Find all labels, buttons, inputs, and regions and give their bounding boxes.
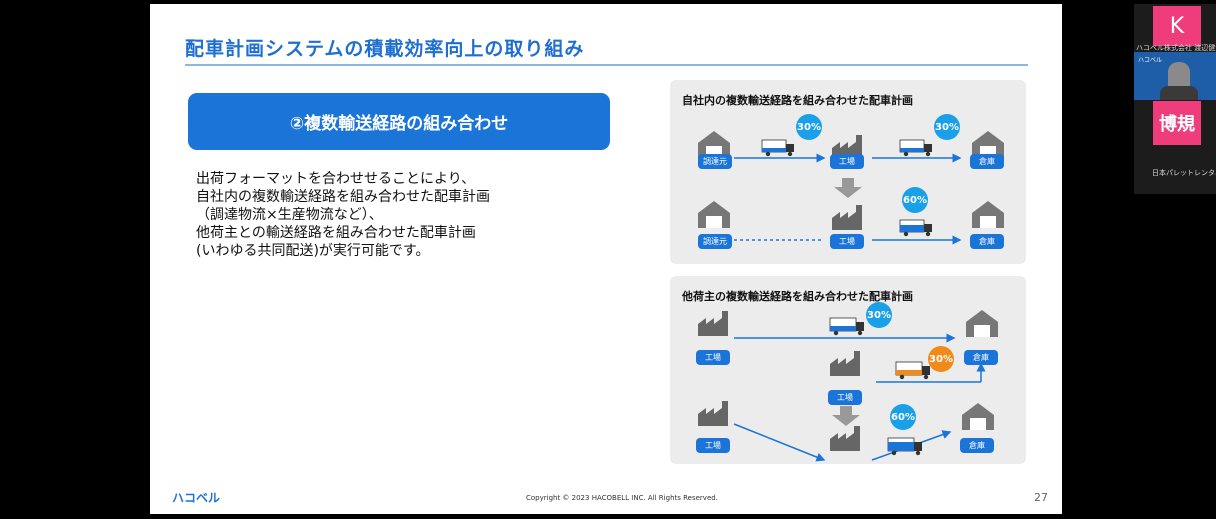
truck-icon	[899, 219, 932, 237]
body-line: 他荷主との輸送経路を組み合わせた配車計画	[196, 225, 476, 241]
diagram-shared	[698, 310, 998, 462]
node-label: 工場	[696, 438, 730, 453]
presentation-slide: 配車計画システムの積載効率向上の取り組み ②複数輸送経路の組み合わせ 出荷フォー…	[150, 4, 1062, 514]
body-text: 出荷フォーマットを合わせせることにより、 自社内の複数輸送経路を組み合わせた配車…	[196, 170, 596, 260]
load-badge: 30%	[934, 114, 960, 140]
factory-icon	[698, 311, 728, 336]
warehouse-icon	[698, 201, 730, 228]
section-heading: ②複数輸送経路の組み合わせ	[188, 93, 610, 150]
down-arrow-icon	[832, 406, 860, 426]
copyright-text: Copyright © 2023 HACOBELL INC. All Right…	[526, 494, 718, 502]
truck-icon	[887, 437, 922, 456]
factory-icon	[832, 205, 862, 230]
truck-icon	[829, 317, 864, 336]
node-label: 倉庫	[970, 234, 1004, 249]
node-label: 倉庫	[970, 154, 1004, 169]
node-label: 調達元	[698, 234, 732, 249]
video-logo: ハコベル	[1138, 57, 1163, 64]
body-line: (いわゆる共同配送)が実行可能です。	[196, 243, 430, 259]
load-badge: 30%	[796, 114, 822, 140]
body-line: 出荷フォーマットを合わせせることにより、	[196, 171, 476, 187]
body-line: （調達物流×生産物流など）、	[196, 207, 383, 223]
participant-name: ハコベル株式会社 渡辺健太	[1136, 44, 1216, 52]
participant-body	[1160, 86, 1198, 100]
factory-icon	[830, 351, 860, 376]
down-arrow-icon	[834, 178, 862, 198]
warehouse-icon	[972, 201, 1004, 228]
participant-head	[1168, 62, 1190, 92]
factory-icon	[832, 135, 862, 160]
diagram-panel-internal: 自社内の複数輸送経路を組み合わせた配車計画 調達元	[670, 80, 1026, 264]
node-label: 工場	[830, 234, 864, 249]
diagram-internal	[698, 131, 1004, 245]
panel-title: 自社内の複数輸送経路を組み合わせた配車計画	[682, 94, 913, 107]
body-line: 自社内の複数輸送経路を組み合わせた配車計画	[196, 189, 490, 205]
participant-name: 日本パレットレンタ...	[1152, 169, 1216, 177]
panel-title: 他荷主の複数輸送経路を組み合わせた配車計画	[682, 290, 913, 303]
title-divider	[185, 64, 1028, 66]
load-badge: 60%	[902, 187, 928, 213]
warehouse-icon	[962, 403, 994, 430]
factory-icon	[698, 401, 728, 426]
node-label: 調達元	[698, 154, 732, 169]
load-badge: 30%	[866, 302, 892, 328]
participant-avatar[interactable]: K	[1153, 6, 1201, 46]
node-label: 工場	[828, 390, 862, 405]
page-number: 27	[1034, 491, 1048, 504]
node-label: 倉庫	[960, 438, 994, 453]
company-logo: ハコベル	[172, 491, 221, 505]
node-label: 倉庫	[964, 350, 998, 365]
load-badge: 60%	[890, 404, 916, 430]
slide-title: 配車計画システムの積載効率向上の取り組み	[185, 38, 585, 60]
load-badge: 30%	[928, 346, 954, 372]
factory-icon	[830, 426, 860, 451]
truck-icon	[899, 139, 932, 157]
node-label: 工場	[830, 154, 864, 169]
participant-avatar[interactable]: 博規	[1153, 101, 1201, 145]
node-label: 工場	[696, 350, 730, 365]
truck-icon	[761, 139, 794, 157]
truck-icon	[895, 361, 930, 380]
warehouse-icon	[966, 310, 998, 337]
diagram-panel-shared: 他荷主の複数輸送経路を組み合わせた配車計画 工場 倉	[670, 276, 1026, 464]
